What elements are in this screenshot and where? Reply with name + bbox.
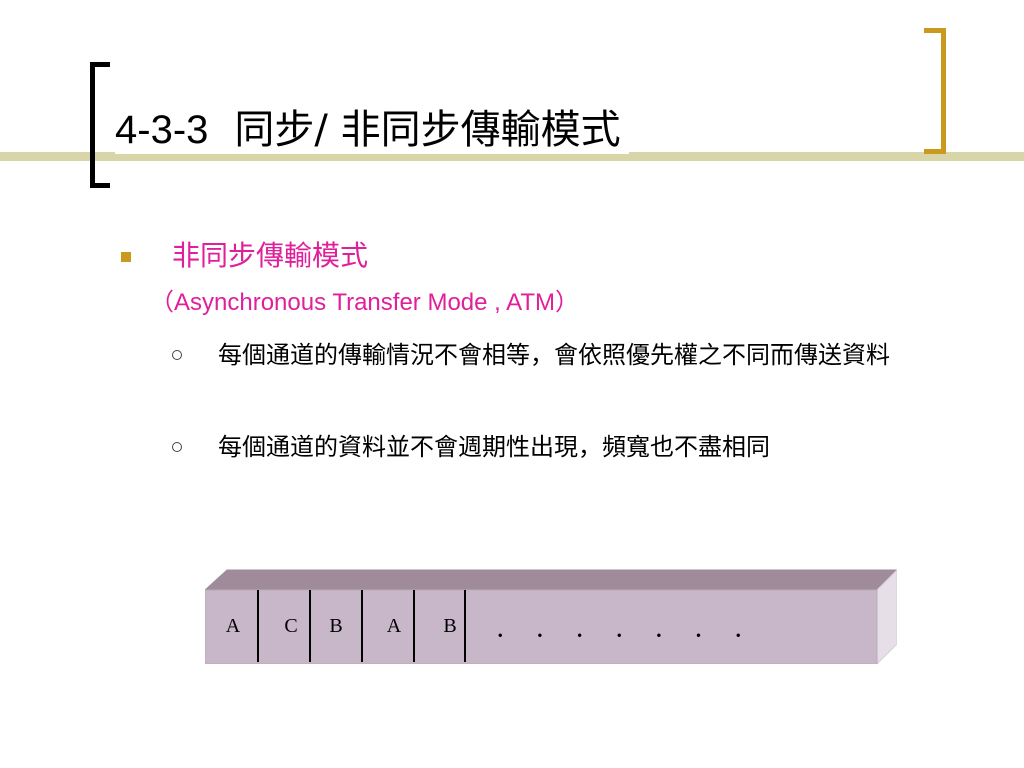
dot: ． bbox=[495, 617, 518, 642]
square-bullet-icon bbox=[121, 252, 131, 262]
dot: ． bbox=[693, 617, 716, 642]
circle-bullet-icon bbox=[172, 442, 182, 452]
cell-label: B bbox=[329, 615, 343, 637]
cell-label: A bbox=[386, 615, 402, 637]
page-title-number: 4-3-3 bbox=[115, 108, 209, 152]
sub-bullet-text: 每個通道的傳輸情況不會相等，會依照優先權之不同而傳送資料 bbox=[218, 341, 890, 369]
bullet-heading: 非同步傳輸模式 bbox=[172, 239, 369, 272]
page-title-text: 同步/ 非同步傳輸模式 bbox=[234, 107, 621, 153]
circle-bullet-icon bbox=[172, 350, 182, 360]
cell-label: C bbox=[284, 615, 298, 637]
page-title: 4-3-3 同步/ 非同步傳輸模式 bbox=[115, 106, 629, 154]
dot: ． bbox=[732, 617, 755, 642]
dot: ． bbox=[574, 617, 597, 642]
title-underline-band bbox=[0, 152, 1024, 161]
cell-label: B bbox=[443, 615, 457, 637]
atm-cell-stream-diagram: A C B A B ． ． ． ． ． ． ． bbox=[205, 568, 897, 664]
sub-bullet-text: 每個通道的資料並不會週期性出現，頻寬也不盡相同 bbox=[218, 433, 770, 461]
dot: ． bbox=[534, 617, 557, 642]
atm-cell-stream-shape bbox=[205, 569, 897, 664]
right-bracket-decoration bbox=[924, 28, 946, 154]
dot: ． bbox=[613, 617, 636, 642]
dot: ． bbox=[653, 617, 676, 642]
bullet-heading-subtitle: （Asynchronous Transfer Mode , ATM） bbox=[150, 289, 580, 316]
left-bracket-decoration bbox=[90, 62, 110, 188]
cell-label: A bbox=[225, 615, 241, 637]
continuation-dots: ． ． ． ． ． ． ． bbox=[495, 612, 755, 644]
